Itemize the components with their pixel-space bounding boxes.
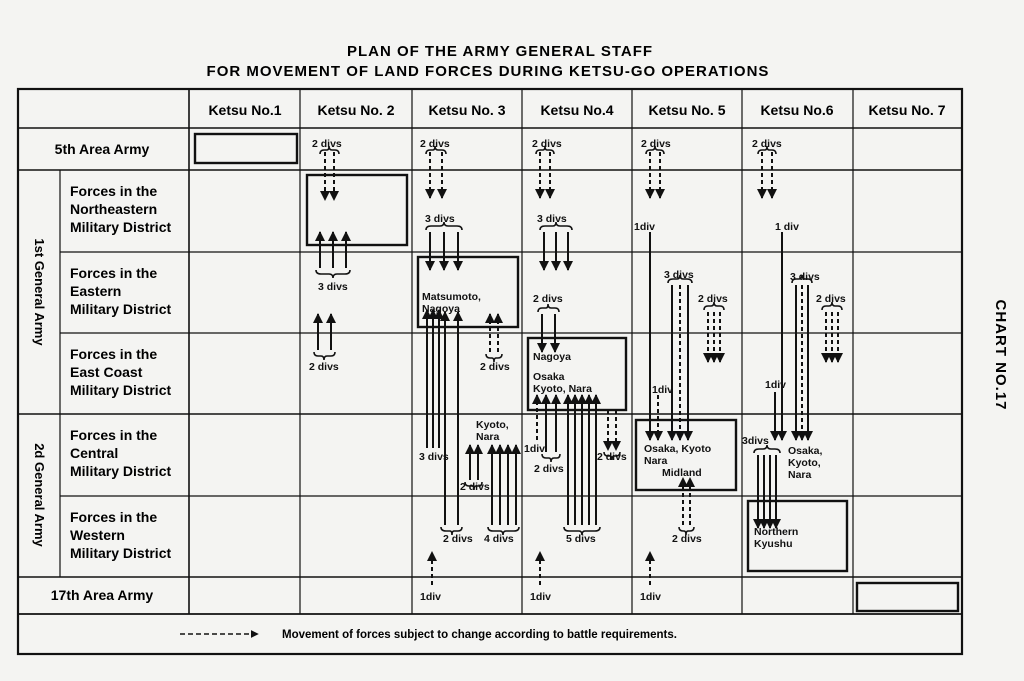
column-headers: Ketsu No.1 Ketsu No. 2 Ketsu No. 3 Ketsu… xyxy=(208,102,945,118)
row-eastern-l2: Eastern xyxy=(70,283,121,299)
col-ketsu-5: Ketsu No. 5 xyxy=(648,102,725,118)
lbl-k4-3divs: 3 divs xyxy=(537,213,567,225)
row-eastern-l1: Forces in the xyxy=(70,265,157,281)
lbl-k6-3divs-central: 3divs xyxy=(742,435,769,447)
lbl-k4-nagoya: Nagoya xyxy=(533,351,571,363)
lbl-k6-1div: 1 div xyxy=(775,221,799,233)
box-ketsu5-central xyxy=(634,418,738,492)
row-northeastern-l3: Military District xyxy=(70,219,171,235)
row-central-l1: Forces in the xyxy=(70,427,157,443)
lbl-k3-2divs-top: 2 divs xyxy=(420,138,450,150)
lbl-k5-osaka-kyoto: Osaka, Kyoto xyxy=(644,443,711,455)
legend: Movement of forces subject to change acc… xyxy=(180,629,677,641)
lbl-k2-3divs: 3 divs xyxy=(318,281,348,293)
col-ketsu-4: Ketsu No.4 xyxy=(540,102,613,118)
row-eastern-l3: Military District xyxy=(70,301,171,317)
lbl-k4-1div-bottom: 1div xyxy=(530,591,551,603)
row-western-l2: Western xyxy=(70,527,125,543)
lbl-k4-2divs-eastern: 2 divs xyxy=(533,293,563,305)
movement-labels: 2 divs 3 divs 2 divs 2 divs 3 divs Matsu… xyxy=(309,138,846,603)
lbl-k3-3divs: 3 divs xyxy=(425,213,455,225)
box-ketsu7-17th xyxy=(855,581,960,613)
lbl-k3-1div: 1div xyxy=(420,591,441,603)
lbl-k3-3divs-central: 3 divs xyxy=(419,451,449,463)
lbl-k5-2divs-top: 2 divs xyxy=(641,138,671,150)
row-east-coast-l2: East Coast xyxy=(70,364,143,380)
row-17th-area-army: 17th Area Army xyxy=(51,587,154,603)
lbl-k4-2divs-right: 2 divs xyxy=(597,451,627,463)
lbl-k6-kyoto: Kyoto, xyxy=(788,457,821,469)
lbl-k5-3divs: 3 divs xyxy=(664,269,694,281)
lbl-k5-1div-bottom: 1div xyxy=(640,591,661,603)
row-northeastern-l2: Northeastern xyxy=(70,201,157,217)
lbl-k3-4divs: 4 divs xyxy=(484,533,514,545)
lbl-k3-kyoto: Kyoto, xyxy=(476,419,509,431)
group-2d-general-army: 2d General Army xyxy=(32,443,47,547)
legend-text: Movement of forces subject to change acc… xyxy=(282,629,677,641)
title-line-1: PLAN OF THE ARMY GENERAL STAFF xyxy=(347,43,653,60)
lbl-k5-1div: 1div xyxy=(634,221,655,233)
col-ketsu-6: Ketsu No.6 xyxy=(760,102,833,118)
lbl-k3-2divs-mid: 2 divs xyxy=(480,361,510,373)
row-central-l3: Military District xyxy=(70,463,171,479)
box-ketsu3-eastern xyxy=(416,255,520,329)
lbl-k2-2divs-bottom: 2 divs xyxy=(309,361,339,373)
box-ketsu6-western xyxy=(746,499,849,573)
lbl-k3-nara: Nara xyxy=(476,431,500,443)
lbl-k6-northern: Northern xyxy=(754,526,798,538)
row-east-coast-l3: Military District xyxy=(70,382,171,398)
lbl-k6-2divs-top: 2 divs xyxy=(752,138,782,150)
box-ketsu2-northeast xyxy=(305,173,409,247)
lbl-k4-osaka: Osaka xyxy=(533,371,565,383)
title-line-2: FOR MOVEMENT OF LAND FORCES DURING KETSU… xyxy=(207,63,770,80)
row-western-l1: Forces in the xyxy=(70,509,157,525)
table-grid xyxy=(16,87,964,656)
group-braces xyxy=(313,145,843,536)
lbl-k4-2divs-central: 2 divs xyxy=(534,463,564,475)
box-ketsu1-5th xyxy=(193,132,299,165)
lbl-k5-1div-mid: 1div xyxy=(652,384,673,396)
lbl-k3-2divs-western: 2 divs xyxy=(443,533,473,545)
lbl-nagoya-comma: Nagoya xyxy=(422,303,460,315)
row-headers: 5th Area Army Forces in the Northeastern… xyxy=(51,141,172,603)
lbl-k6-osaka: Osaka, xyxy=(788,445,823,457)
lbl-matsumoto: Matsumoto, xyxy=(422,291,481,303)
row-western-l3: Military District xyxy=(70,545,171,561)
row-5th-area-army: 5th Area Army xyxy=(55,141,150,157)
lbl-k6-kyushu: Kyushu xyxy=(754,538,793,550)
row-east-coast-l1: Forces in the xyxy=(70,346,157,362)
lbl-k6-1div-mid: 1div xyxy=(765,379,786,391)
box-ketsu4-eastcoast xyxy=(526,336,628,412)
group-1st-general-army: 1st General Army xyxy=(32,238,47,346)
lbl-k6-nara: Nara xyxy=(788,469,812,481)
lbl-k4-kyoto-nara: Kyoto, Nara xyxy=(533,383,592,395)
lbl-k5-nara: Nara xyxy=(644,455,668,467)
lbl-k6-3divs: 3 divs xyxy=(790,271,820,283)
lbl-k6-2divs-eastern: 2 divs xyxy=(816,293,846,305)
lbl-k5-2divs-eastern: 2 divs xyxy=(698,293,728,305)
col-ketsu-2: Ketsu No. 2 xyxy=(317,102,394,118)
row-central-l2: Central xyxy=(70,445,118,461)
target-boxes xyxy=(193,132,960,613)
lbl-k4-1div: 1div xyxy=(524,443,545,455)
chart-number-label: CHART NO.17 xyxy=(992,299,1009,410)
lbl-k3-2divs-central: 2 divs xyxy=(460,481,490,493)
lbl-k2-2divs-top: 2 divs xyxy=(312,138,342,150)
movement-arrows xyxy=(313,152,843,585)
lbl-k5-midland: Midland xyxy=(662,467,702,479)
col-ketsu-7: Ketsu No. 7 xyxy=(868,102,945,118)
lbl-k5-2divs-western: 2 divs xyxy=(672,533,702,545)
lbl-k4-5divs: 5 divs xyxy=(566,533,596,545)
group-labels: 1st General Army 2d General Army xyxy=(32,238,47,547)
col-ketsu-1: Ketsu No.1 xyxy=(208,102,281,118)
lbl-k4-2divs-top: 2 divs xyxy=(532,138,562,150)
col-ketsu-3: Ketsu No. 3 xyxy=(428,102,505,118)
row-northeastern-l1: Forces in the xyxy=(70,183,157,199)
